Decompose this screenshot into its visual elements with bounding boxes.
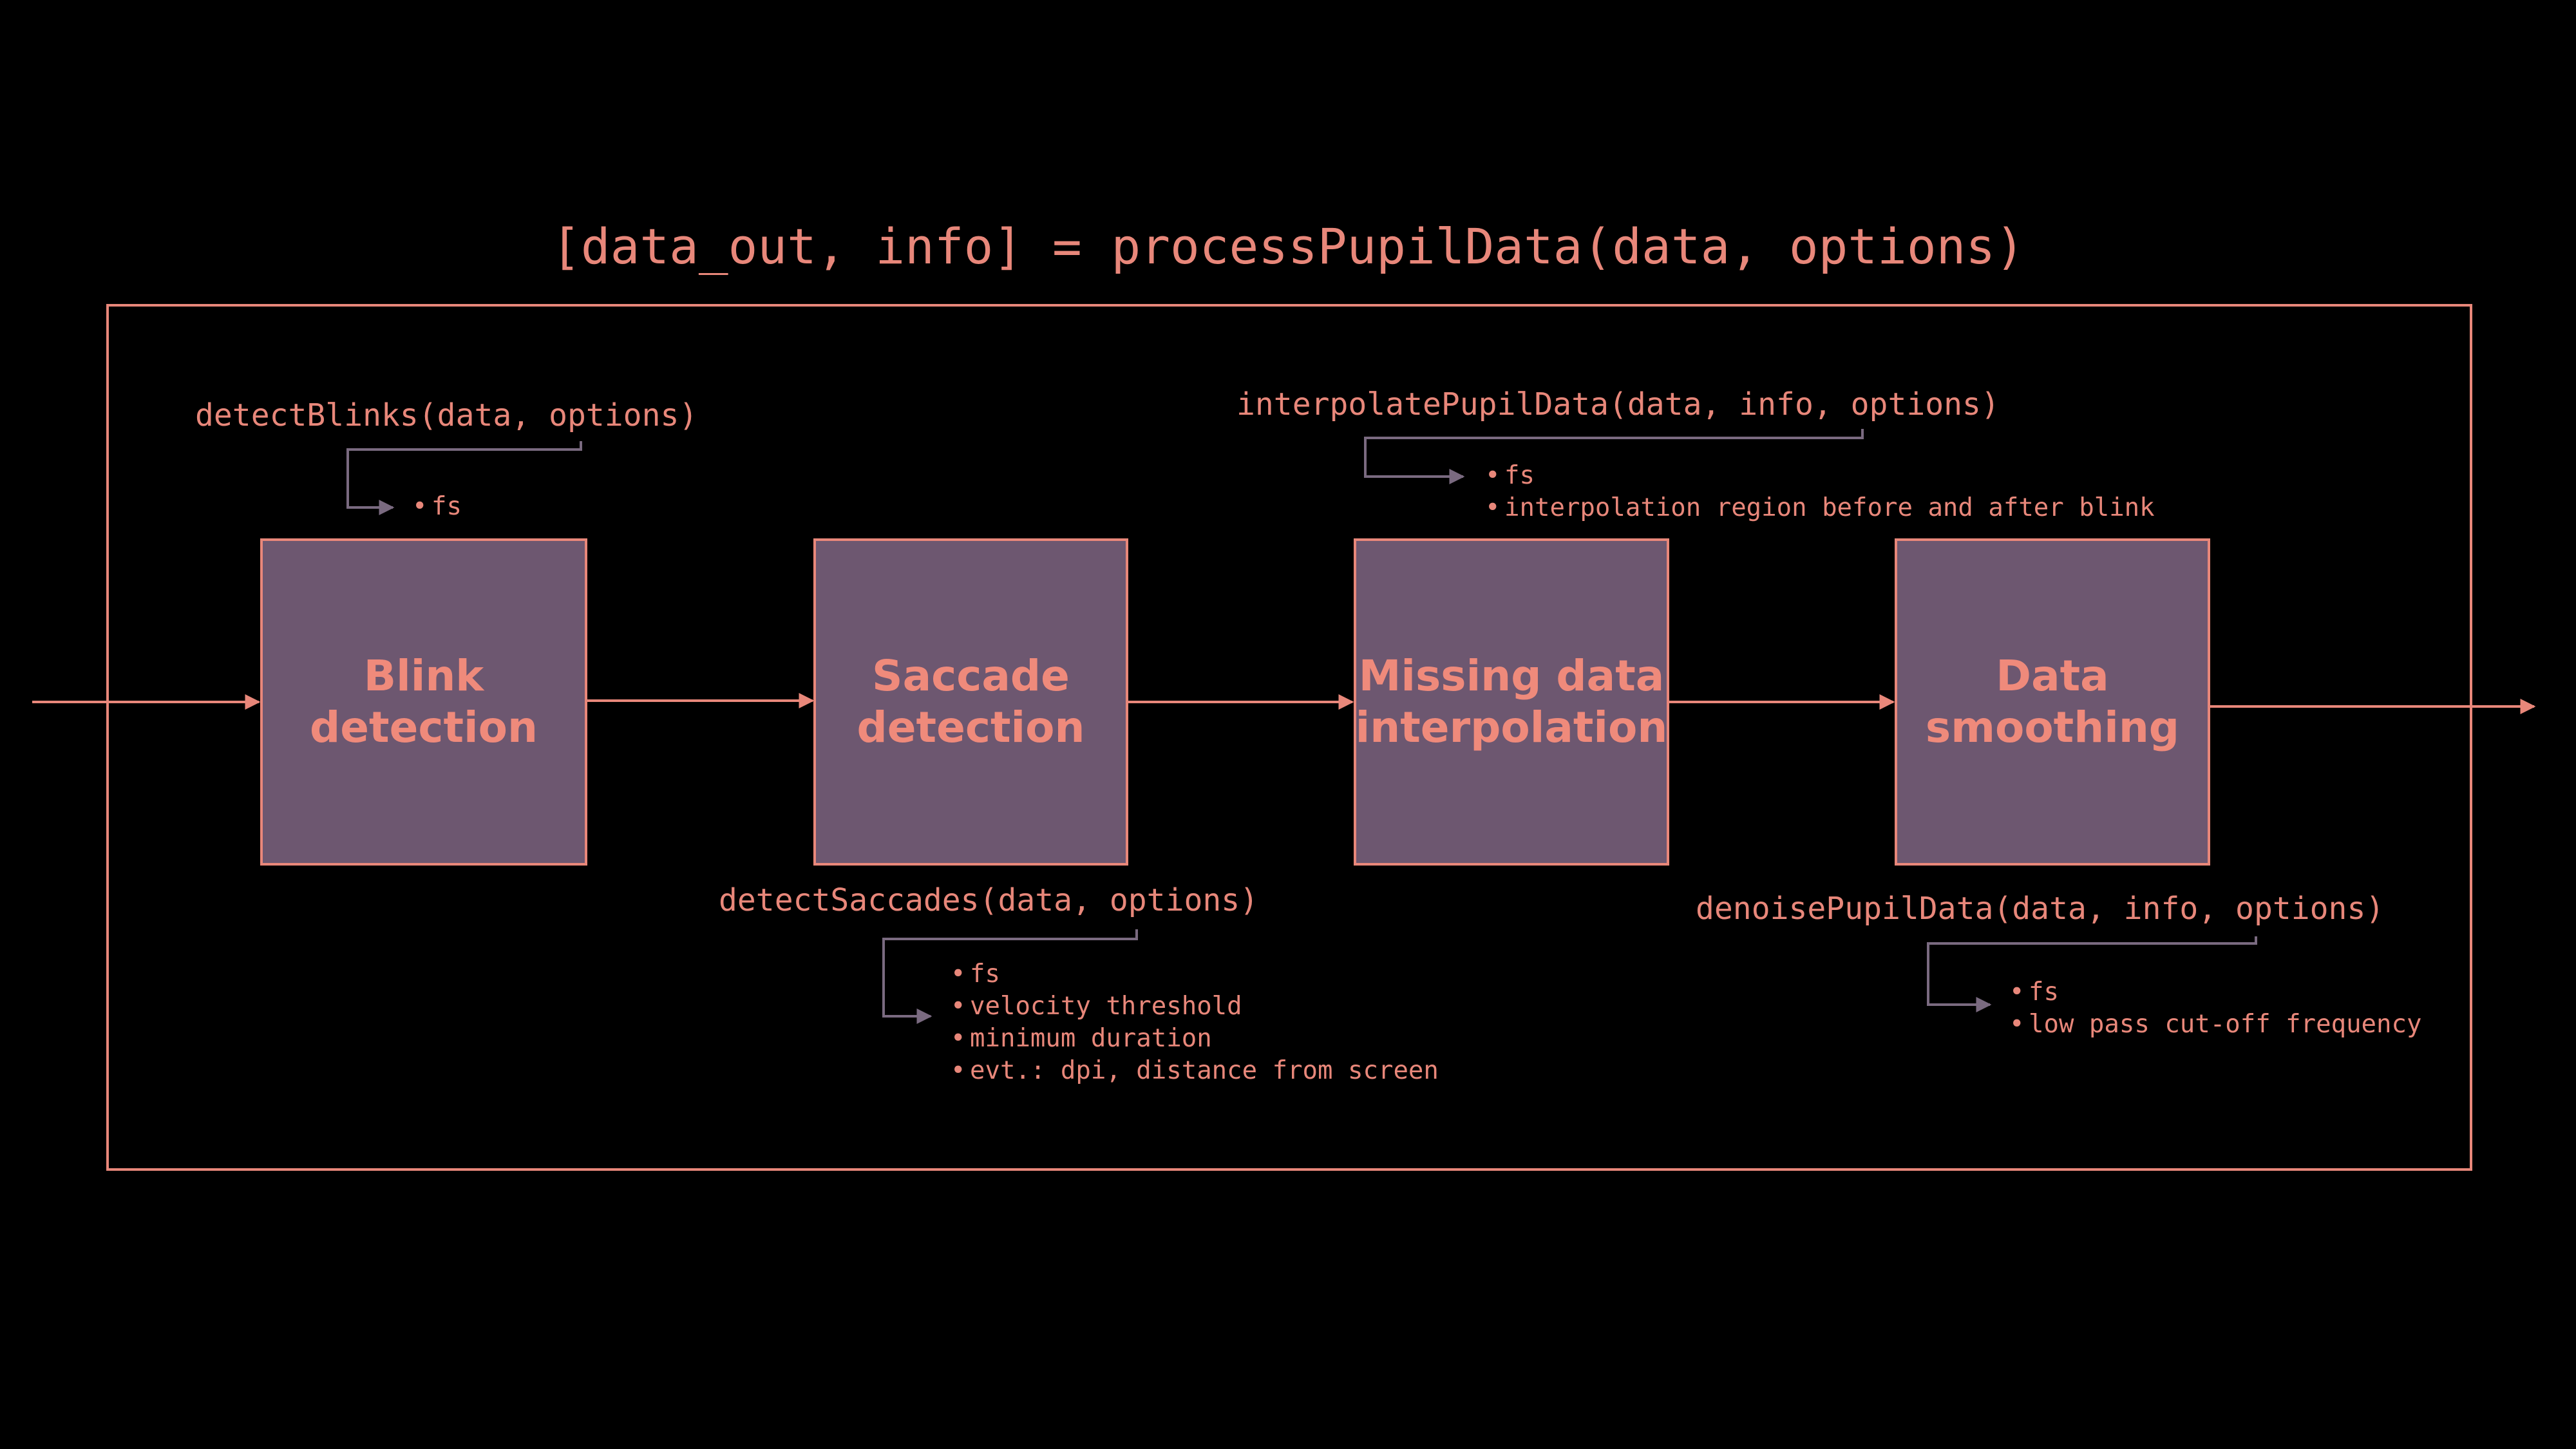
function-detect-blinks: detectBlinks(data, options) xyxy=(195,397,698,433)
param-item: •evt.: dpi, distance from screen xyxy=(951,1056,1439,1085)
params-list-saccades: •fs •velocity threshold •minimum duratio… xyxy=(951,958,1439,1087)
stage-label: Saccade detection xyxy=(857,651,1085,752)
params-connector-interpolation xyxy=(1364,429,1864,484)
main-function-title: [data_out, info] = processPupilData(data… xyxy=(551,218,2025,275)
stage-box-data-smoothing: Data smoothing xyxy=(1895,538,2210,866)
param-item: •minimum duration xyxy=(951,1024,1212,1053)
function-denoise-pupil-data: denoisePupilData(data, info, options) xyxy=(1696,891,2385,927)
function-detect-saccades: detectSaccades(data, options) xyxy=(719,882,1259,918)
param-item: •fs xyxy=(951,960,1000,989)
stage-label: Missing data interpolation xyxy=(1355,651,1668,752)
function-interpolate-pupil-data: interpolatePupilData(data, info, options… xyxy=(1236,386,2000,422)
param-item: •fs xyxy=(1485,461,1535,490)
stage-label: Data smoothing xyxy=(1925,651,2180,752)
stage-box-missing-data-interpolation: Missing data interpolation xyxy=(1354,538,1669,866)
params-connector-blinks xyxy=(346,441,582,515)
param-item: •velocity threshold xyxy=(951,992,1242,1021)
params-list-blinks: •fs xyxy=(412,491,462,523)
param-item: •fs xyxy=(412,492,462,521)
process-frame xyxy=(106,304,2472,1171)
stage-box-blink-detection: Blink detection xyxy=(260,538,587,866)
param-item: •fs xyxy=(2009,978,2059,1007)
params-connector-saccades xyxy=(882,929,1138,1024)
stage-label: Blink detection xyxy=(310,651,538,752)
param-item: •interpolation region before and after b… xyxy=(1485,493,2155,522)
param-item: •low pass cut-off frequency xyxy=(2009,1010,2422,1039)
params-list-interpolation: •fs •interpolation region before and aft… xyxy=(1485,460,2155,524)
params-connector-smoothing xyxy=(1927,936,2257,1012)
params-list-smoothing: •fs •low pass cut-off frequency xyxy=(2009,976,2421,1041)
stage-box-saccade-detection: Saccade detection xyxy=(813,538,1128,866)
